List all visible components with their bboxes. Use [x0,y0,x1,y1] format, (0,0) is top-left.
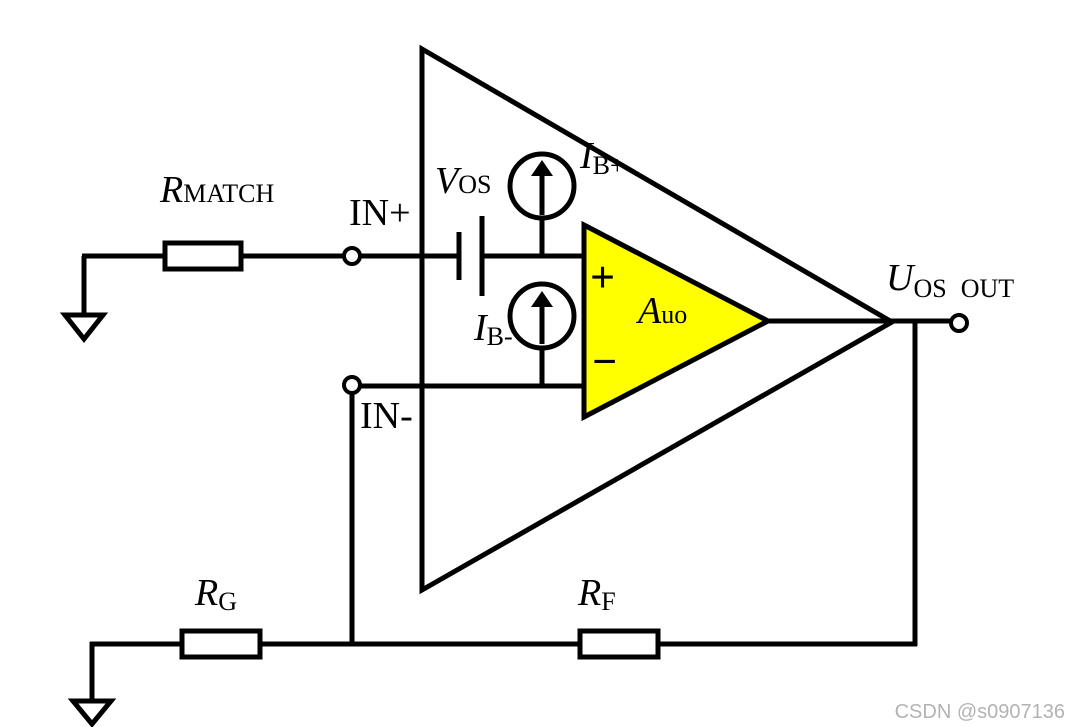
ground-symbol-bottom [67,642,117,727]
vos-battery-symbol [456,216,485,296]
label-in-minus: IN- [360,395,413,437]
resistor-rf [577,628,661,660]
label-i-b-plus: IB+ [579,135,625,180]
watermark-text: CSDN @s0907136 [895,701,1065,723]
current-source-ib-minus [507,281,577,386]
resistor-rmatch [162,240,244,272]
label-r-g: RG [194,572,237,616]
terminal-in-plus [342,246,362,266]
terminal-output [949,313,969,333]
label-v-os: VOS [435,160,491,202]
terminal-in-minus [342,375,362,395]
current-source-ib-plus [507,151,577,256]
label-in-plus: IN+ [349,192,411,234]
plus-sign-label: + [590,253,615,302]
resistor-rg [179,628,263,660]
label-r-f: RF [577,572,616,616]
label-a-uo: Auo [635,290,687,332]
minus-sign-label: − [592,337,617,386]
label-i-b-minus: IB- [473,307,513,351]
ground-symbol-top [59,256,109,344]
label-r-match: RMATCH [159,169,274,211]
real-opamp-triangle [419,44,898,595]
ideal-opamp-triangle [581,220,774,422]
